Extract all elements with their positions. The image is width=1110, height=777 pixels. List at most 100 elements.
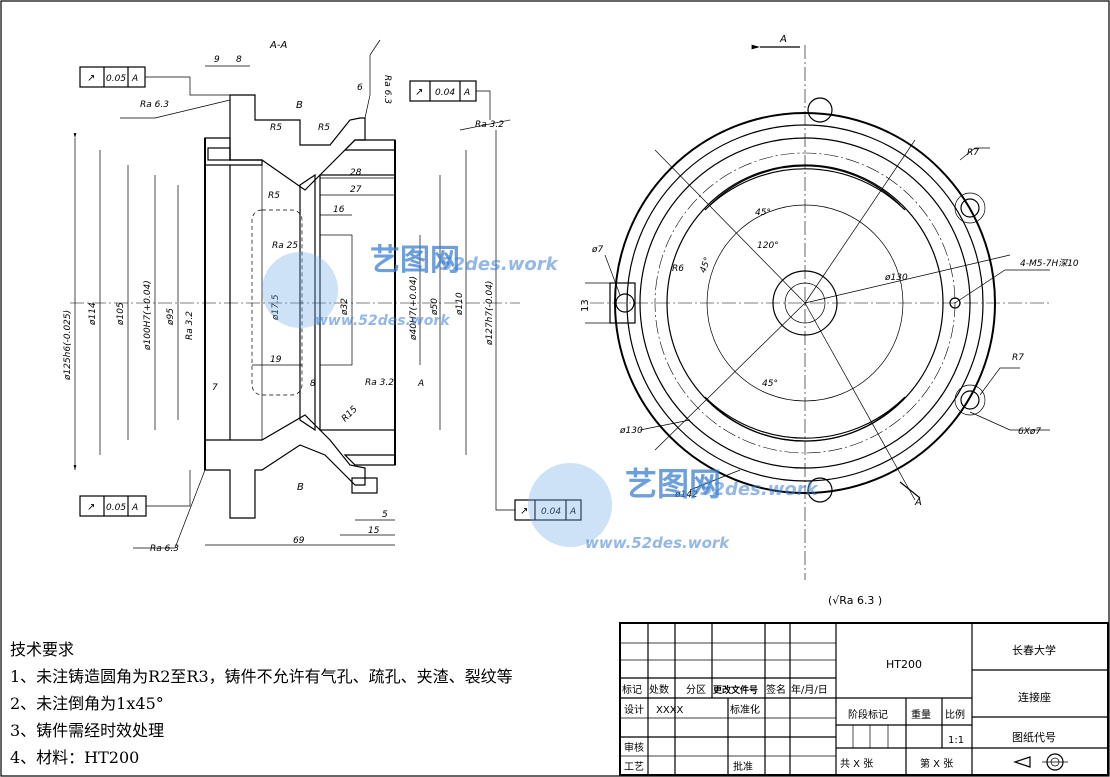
dim-8: 8 (236, 55, 242, 65)
section-mark-a-bottom: A (914, 497, 922, 508)
watermark (262, 252, 612, 547)
dim-dia127: ø127h7(-0.04) (485, 281, 495, 346)
tol-value-2: 0.04 (435, 88, 455, 98)
hole-r7-top (960, 198, 980, 218)
dim-7: 7 (212, 383, 218, 393)
dim-9: 9 (214, 55, 220, 65)
roughness-1: Ra 6.3 (140, 100, 169, 110)
dim-r6: R6 (672, 264, 684, 274)
watermark-url-3: 52des.work (700, 479, 819, 500)
tol-value-4: 0.04 (541, 507, 561, 517)
dim-r7-top: R7 (967, 148, 979, 158)
tol-value-1: 0.05 (106, 74, 126, 84)
dim-27: 27 (350, 185, 362, 195)
section-view (70, 39, 582, 549)
dim-dia130-b: ø130 (619, 426, 643, 436)
hole-r7-bottom (960, 390, 980, 410)
tb-standard: 标准化 (730, 703, 760, 716)
dim-dia95: ø95 (166, 308, 176, 326)
tb-header-mark: 标记 (622, 684, 642, 696)
dim-dia100: ø100H7(+0.04) (143, 280, 153, 351)
tol-symbol-1: ↗ (87, 73, 95, 84)
roughness-2: Ra 3.2 (475, 120, 504, 130)
datum-a: A (417, 379, 424, 389)
tb-scale: 1:1 (948, 735, 964, 746)
roughness-3: Ra 25 (272, 241, 298, 251)
flange-top-hatch (204, 137, 263, 166)
slot-bottom (709, 401, 901, 442)
tb-header-date: 年/月/日 (791, 683, 828, 696)
section-label: A-A (269, 40, 287, 51)
tol-value-3: 0.05 (106, 503, 126, 513)
dim-28: 28 (350, 168, 362, 178)
note-item-1: 1、未注铸造圆角为R2至R3，铸件不允许有气孔、疏孔、夹渣、裂纹等 (10, 667, 513, 686)
dim-dia50: ø50 (430, 298, 440, 316)
tol-datum-3: A (131, 503, 138, 513)
note-item-4: 4、材料：HT200 (10, 748, 140, 767)
watermark-brand-1: 艺图网 (370, 243, 460, 278)
dim-16: 16 (333, 205, 345, 215)
slot-top (709, 165, 901, 206)
watermark-url-2: www.52des.work (315, 313, 451, 329)
lug-bottom (807, 477, 833, 503)
tol-datum-1: A (131, 74, 138, 84)
dim-8b: 8 (310, 379, 316, 389)
dim-angle-120: 120° (757, 241, 779, 251)
dim-19: 19 (270, 355, 282, 365)
front-view (585, 44, 1050, 580)
roughness-7: Ra 6.3 (382, 75, 392, 104)
tb-weight: 重量 (911, 708, 931, 721)
dim-r5-b: R5 (318, 123, 330, 133)
tb-scale-label: 比例 (945, 708, 965, 721)
tb-header-zone: 分区 (686, 684, 706, 696)
dim-r5-a: R5 (270, 123, 282, 133)
watermark-url-4: www.52des.work (585, 534, 730, 552)
wall-bottom-hatch (204, 414, 366, 519)
tb-design: 设计 (624, 703, 644, 716)
inner-wall-hatch (299, 173, 316, 432)
inner-cavity (251, 209, 303, 396)
tol-symbol-3: ↗ (87, 502, 95, 513)
lug-top (807, 97, 833, 123)
dim-dia105: ø105 (116, 302, 126, 326)
roughness-5: Ra 3.2 (365, 378, 394, 388)
tb-material: HT200 (886, 658, 922, 671)
technical-requirements: 技术要求 1、未注铸造圆角为R2至R3，铸件不允许有气孔、疏孔、夹渣、裂纹等 2… (10, 636, 620, 771)
tb-designer: XXXX (656, 705, 684, 716)
dim-15: 15 (368, 526, 380, 536)
tb-header-change: 更改文件号 (713, 684, 758, 696)
dim-dia17: ø17.5 (271, 294, 281, 321)
dim-dia40: ø40H7(+0.04) (409, 276, 419, 341)
section-mark-b-top: B (296, 100, 303, 111)
bolt-top (207, 147, 231, 161)
tol-datum-4: A (569, 507, 576, 517)
dim-r15: R15 (340, 404, 360, 424)
tb-review: 审核 (624, 741, 644, 754)
tb-sheets: 共 X 张 (840, 758, 873, 770)
note-item-2: 2、未注倒角为1x45° (10, 694, 164, 713)
dim-thread: 4-M5-7H深10 (1020, 258, 1079, 269)
section-mark-a-top: A (779, 34, 787, 45)
notes-title: 技术要求 (10, 640, 75, 659)
watermark-brand-2: 艺图网 (625, 465, 721, 503)
tb-header-sign: 签名 (766, 683, 786, 696)
right-wall-top (343, 139, 396, 151)
watermark-globe-2 (528, 463, 612, 547)
hole-dia7-left (615, 293, 635, 313)
tb-sheet: 第 X 张 (920, 757, 953, 770)
section-mark-b-bottom: B (297, 482, 304, 493)
outer-circle (614, 112, 996, 494)
dim-dia130-a: ø130 (884, 273, 908, 283)
tol-datum-2: A (463, 88, 470, 98)
title-block (619, 622, 1109, 776)
tb-stage: 阶段标记 (848, 708, 888, 721)
tb-part-name: 连接座 (1018, 690, 1051, 704)
dim-dia7: ø7 (591, 245, 604, 255)
tb-process: 工艺 (624, 761, 644, 773)
tol-symbol-2: ↗ (415, 87, 423, 98)
dim-13: 13 (580, 299, 591, 312)
watermark-globe-1 (262, 252, 338, 328)
